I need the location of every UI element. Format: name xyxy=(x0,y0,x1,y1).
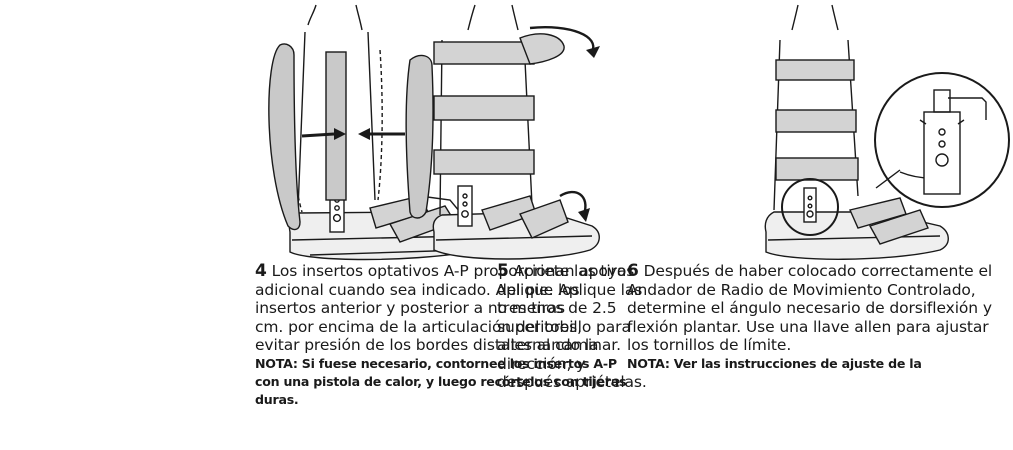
step-5-body: Apriete las tiras del pie. Aplique las t… xyxy=(497,262,647,391)
step-5-number: 5 xyxy=(497,261,509,281)
step-6-note: NOTA: Ver las instrucciones de ajuste de… xyxy=(627,355,922,371)
step-5-text: 5 Apriete las tiras del pie. Aplique las… xyxy=(497,262,647,392)
step-4-body: Los insertos optativos A-P proporcionan … xyxy=(255,262,631,354)
figure-step-6 xyxy=(750,0,1013,262)
step-4-note: NOTA: Si fuese necesario, contornee los … xyxy=(255,355,627,407)
figure-step-4 xyxy=(250,0,500,262)
step-4-number: 4 xyxy=(255,261,267,281)
step-6-number: 6 xyxy=(627,261,639,281)
figure-step-5 xyxy=(420,0,620,262)
step-6-text: 6 Después de haber colocado correctament… xyxy=(627,262,1012,373)
step-4-text: 4 Los insertos optativos A-P proporciona… xyxy=(255,262,635,409)
step-6-body: Después de haber colocado correctamente … xyxy=(627,262,993,354)
